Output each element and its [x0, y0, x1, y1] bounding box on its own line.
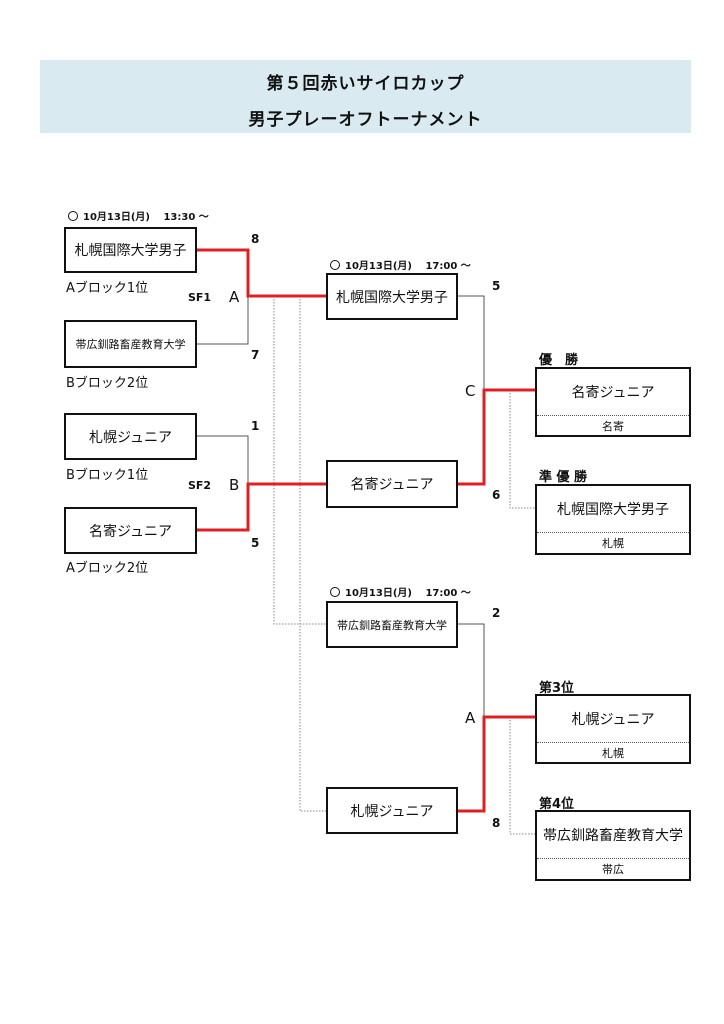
sf2-court: B: [229, 476, 240, 494]
result-team: 帯広釧路畜産教育大学: [543, 828, 683, 844]
line-sf2-team1: [196, 435, 249, 484]
sf1-team1-score: 8: [251, 232, 260, 246]
sf2-team2-seed: Aブロック2位: [66, 561, 149, 576]
team-name: 名寄ジュニア: [350, 477, 434, 493]
dotted-link-sf1-loser: [273, 296, 327, 625]
sf2-team1-box[interactable]: 札幌ジュニア: [64, 413, 197, 460]
sf-schedule: 10月13日(月) 13:30 ～: [68, 208, 209, 223]
result-city: 帯広: [602, 863, 624, 876]
circle-icon: [330, 587, 340, 597]
result-team: 名寄ジュニア: [571, 385, 655, 401]
result-box-third: 札幌ジュニア 札幌: [535, 694, 691, 764]
win-line-sf1: [196, 248, 327, 298]
sf1-team2-seed: Bブロック2位: [66, 376, 149, 391]
win-line-final: [457, 388, 537, 486]
result-team: 札幌ジュニア: [571, 712, 655, 728]
divider: [537, 742, 689, 743]
final-team1-score: 5: [492, 279, 501, 293]
sf2-label: SF2: [188, 479, 212, 492]
header-banner: 第５回赤いサイロカップ 男子プレーオフトーナメント: [40, 60, 691, 133]
win-line-third: [457, 715, 537, 813]
third-team2-box[interactable]: 札幌ジュニア: [326, 787, 458, 834]
circle-icon: [330, 260, 340, 270]
divider: [537, 415, 689, 416]
sf1-team2-box[interactable]: 帯広釧路畜産教育大学: [64, 320, 197, 368]
team-name: 札幌国際大学男子: [336, 289, 448, 306]
team-name: 札幌国際大学男子: [74, 243, 187, 259]
tournament-title: 第５回赤いサイロカップ: [266, 74, 465, 94]
dotted-link-fourth: [509, 717, 537, 835]
sf2-team1-score: 1: [251, 419, 260, 433]
sf1-team1-box[interactable]: 札幌国際大学男子: [64, 227, 197, 273]
dotted-link-runnerup: [509, 390, 537, 509]
final-team1-box[interactable]: 札幌国際大学男子: [326, 273, 458, 320]
sf1-label: SF1: [188, 291, 212, 304]
final-team2-box[interactable]: 名寄ジュニア: [326, 460, 458, 508]
rank-label-runnerup: 準 優 勝: [539, 470, 588, 485]
rank-label-third: 第3位: [539, 681, 575, 696]
sf2-team2-box[interactable]: 名寄ジュニア: [64, 507, 197, 554]
result-box-champion: 名寄ジュニア 名寄: [535, 367, 691, 437]
final-court: C: [465, 382, 476, 400]
divider: [537, 858, 689, 859]
third-court: A: [465, 709, 476, 727]
dotted-link-sf2-loser: [299, 296, 327, 812]
result-city: 札幌: [602, 537, 624, 550]
final-schedule: 10月13日(月) 17:00 ～: [330, 257, 471, 272]
win-line-sf2: [196, 482, 327, 532]
circle-icon: [68, 211, 78, 221]
third-team1-score: 2: [492, 606, 501, 620]
rank-label-champion: 優 勝: [539, 353, 579, 368]
sf1-team1-seed: Aブロック1位: [66, 281, 149, 296]
sf1-court: A: [229, 288, 240, 306]
result-team: 札幌国際大学男子: [557, 502, 669, 518]
sf1-team2-score: 7: [251, 348, 260, 362]
rank-label-fourth: 第4位: [539, 797, 575, 812]
line-sf1-team2: [196, 296, 249, 345]
team-name: 帯広釧路畜産教育大学: [337, 618, 447, 632]
team-name: 札幌ジュニア: [88, 429, 173, 446]
result-city: 札幌: [602, 746, 624, 760]
tournament-subtitle: 男子プレーオフトーナメント: [248, 110, 483, 130]
third-team2-score: 8: [492, 816, 501, 830]
sf2-team1-seed: Bブロック1位: [66, 468, 149, 483]
team-name: 札幌ジュニア: [350, 803, 434, 820]
team-name: 帯広釧路畜産教育大学: [75, 338, 186, 351]
result-city: 名寄: [602, 419, 624, 433]
result-box-fourth: 帯広釧路畜産教育大学 帯広: [535, 810, 691, 881]
sf2-team2-score: 5: [251, 536, 260, 550]
line-third-team1: [457, 623, 485, 717]
third-team1-box[interactable]: 帯広釧路畜産教育大学: [326, 601, 458, 648]
divider: [537, 532, 689, 533]
team-name: 名寄ジュニア: [88, 523, 173, 540]
final-team2-score: 6: [492, 488, 501, 502]
line-final-team1: [457, 295, 485, 390]
third-place-schedule: 10月13日(月) 17:00 ～: [330, 584, 471, 599]
result-box-runnerup: 札幌国際大学男子 札幌: [535, 484, 691, 555]
